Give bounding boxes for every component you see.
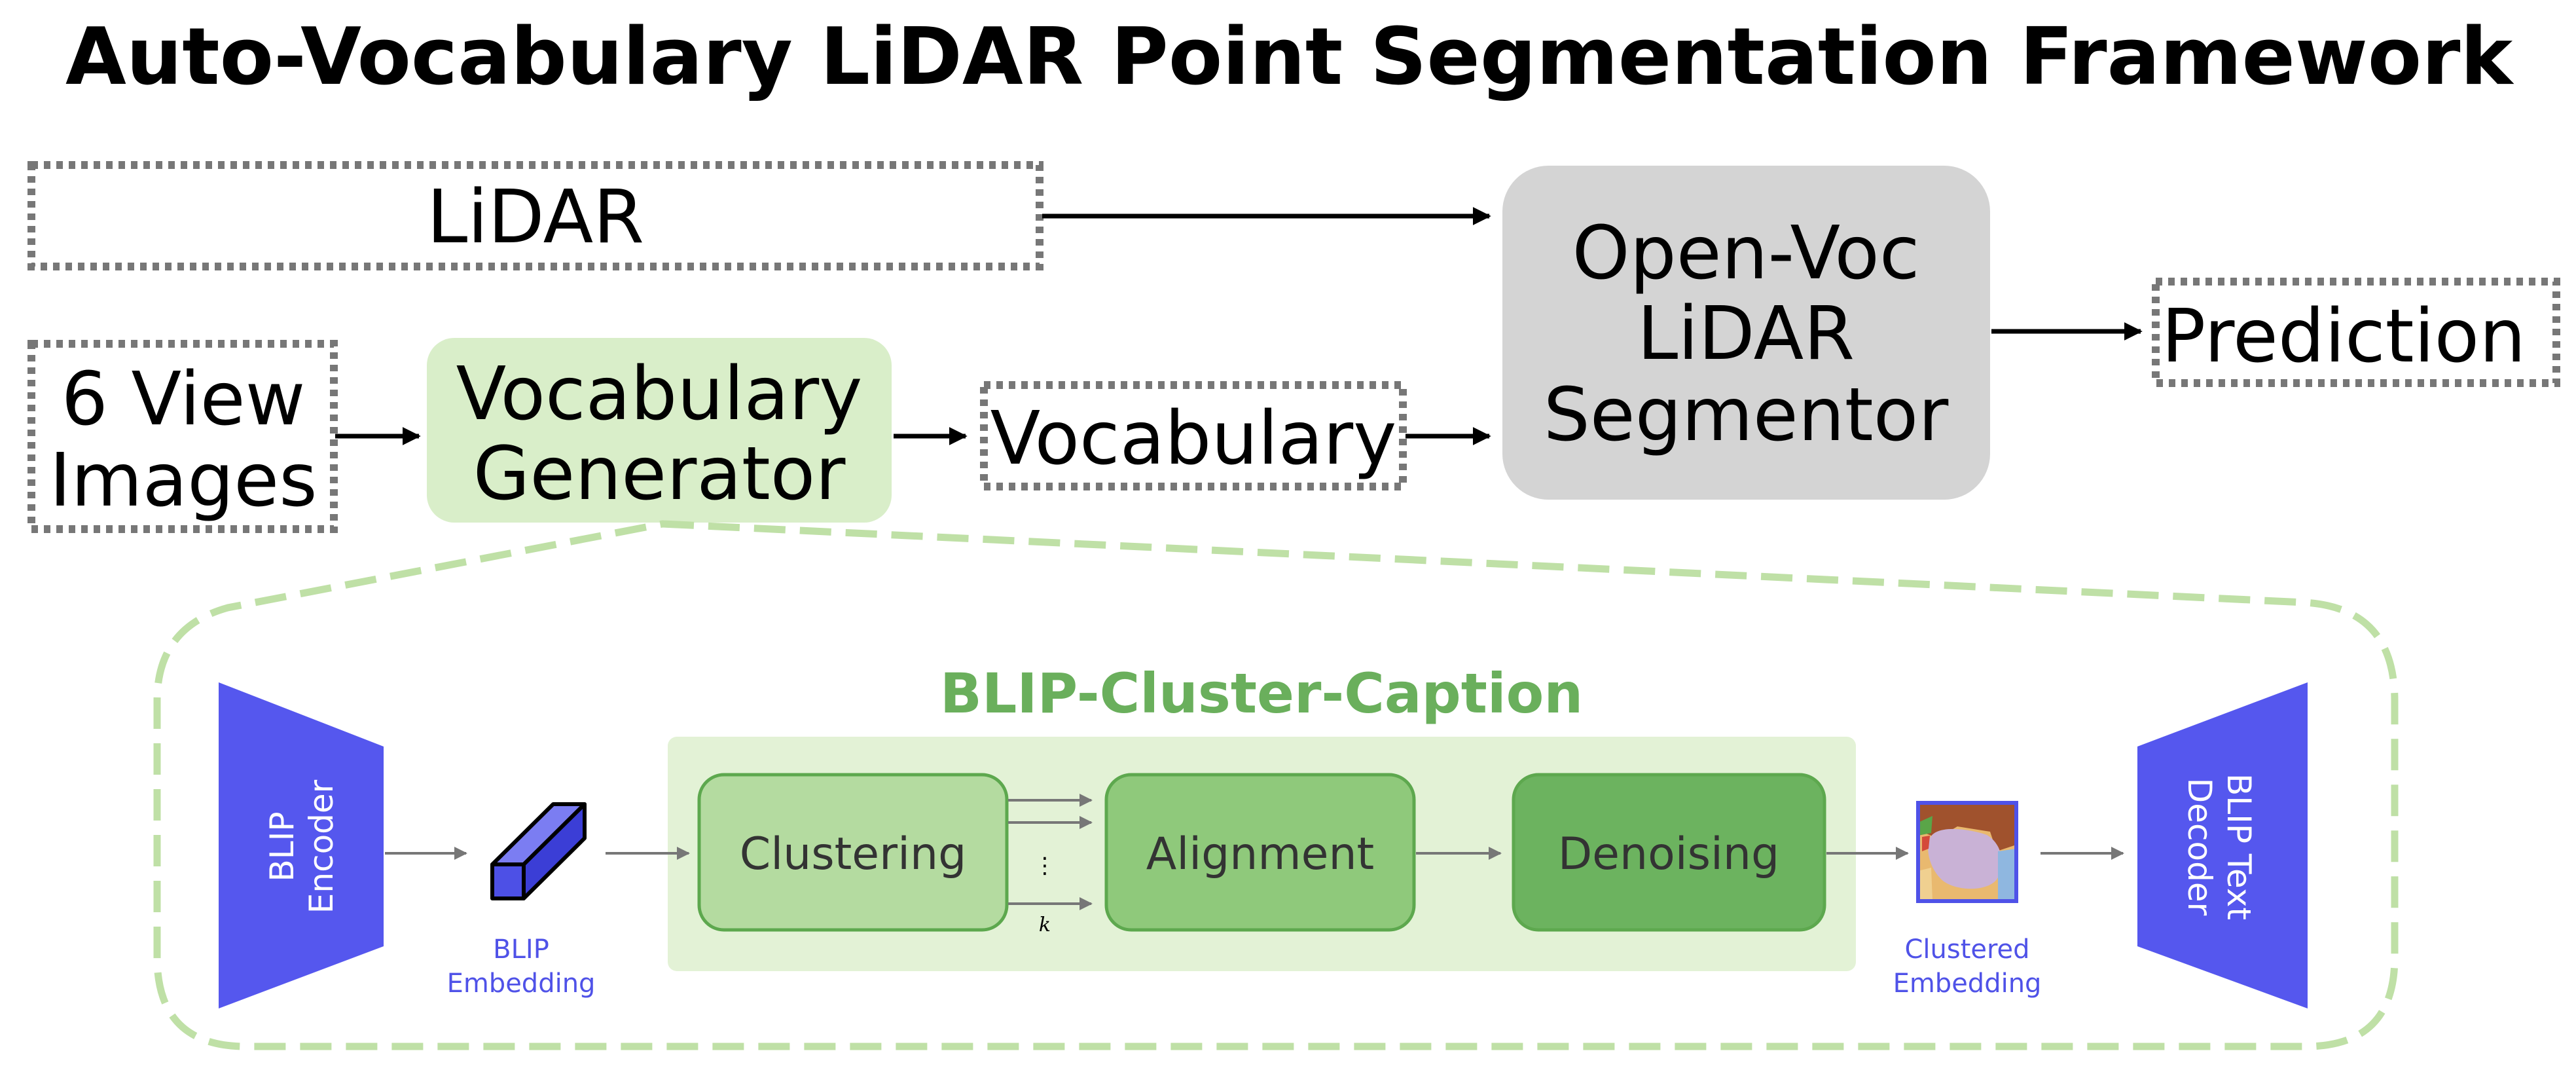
- alignment-module: Alignment: [1104, 773, 1416, 932]
- vocabulary-box: Vocabulary: [980, 381, 1407, 490]
- decoder-label-line1: BLIP Text: [2220, 773, 2258, 920]
- images-input-box: 6 View Images: [27, 340, 338, 533]
- cluster-arrows: ⋮ k: [1008, 794, 1093, 936]
- embedding-label-line1: BLIP: [493, 934, 549, 965]
- blip-text-decoder-block: BLIP Text Decoder: [2137, 682, 2308, 1008]
- embedding-label-line2: Embedding: [447, 969, 596, 999]
- prediction-label: Prediction: [2162, 294, 2526, 379]
- alignment-label: Alignment: [1146, 828, 1374, 880]
- segmentation-map-icon: [1916, 801, 2018, 903]
- generator-label-line2: Generator: [473, 432, 846, 517]
- generator-label-line1: Vocabulary: [456, 352, 863, 437]
- clustering-module: Clustering: [697, 773, 1009, 932]
- segmentor-box: Open-Voc LiDAR Segmentor: [1502, 166, 1990, 500]
- images-label-line1: 6 View: [62, 357, 306, 442]
- page-title: Auto-Vocabulary LiDAR Point Segmentation…: [65, 12, 2514, 103]
- decoder-label-line2: Decoder: [2181, 778, 2219, 916]
- prediction-box: Prediction: [2152, 278, 2560, 387]
- denoising-module: Denoising: [1512, 773, 1826, 932]
- segmentor-label-line2: LiDAR: [1637, 291, 1855, 377]
- vocabulary-label: Vocabulary: [990, 396, 1397, 481]
- cuboid-icon: [490, 802, 587, 900]
- lidar-input-box: LiDAR: [27, 161, 1043, 270]
- clustering-label: Clustering: [740, 828, 967, 880]
- cluster-k-label: k: [1039, 914, 1051, 936]
- cluster-dots: ⋮: [1034, 853, 1056, 879]
- clustered-label-line1: Clustered: [1904, 934, 2029, 965]
- vocabulary-generator-box: Vocabulary Generator: [427, 338, 892, 523]
- encoder-label-line2: Encoder: [302, 779, 340, 914]
- images-label-line2: Images: [49, 438, 317, 523]
- lidar-label: LiDAR: [427, 175, 644, 260]
- blip-encoder-block: BLIP Encoder: [219, 682, 384, 1008]
- clustered-label-line2: Embedding: [1893, 969, 2042, 999]
- encoder-label-line1: BLIP: [263, 811, 301, 881]
- denoising-label: Denoising: [1558, 828, 1779, 880]
- segmentor-label-line3: Segmentor: [1544, 373, 1950, 458]
- generator-detail-outline: [153, 520, 2399, 1050]
- detail-title: BLIP-Cluster-Caption: [940, 661, 1583, 726]
- segmentor-label-line1: Open-Voc: [1572, 211, 1919, 296]
